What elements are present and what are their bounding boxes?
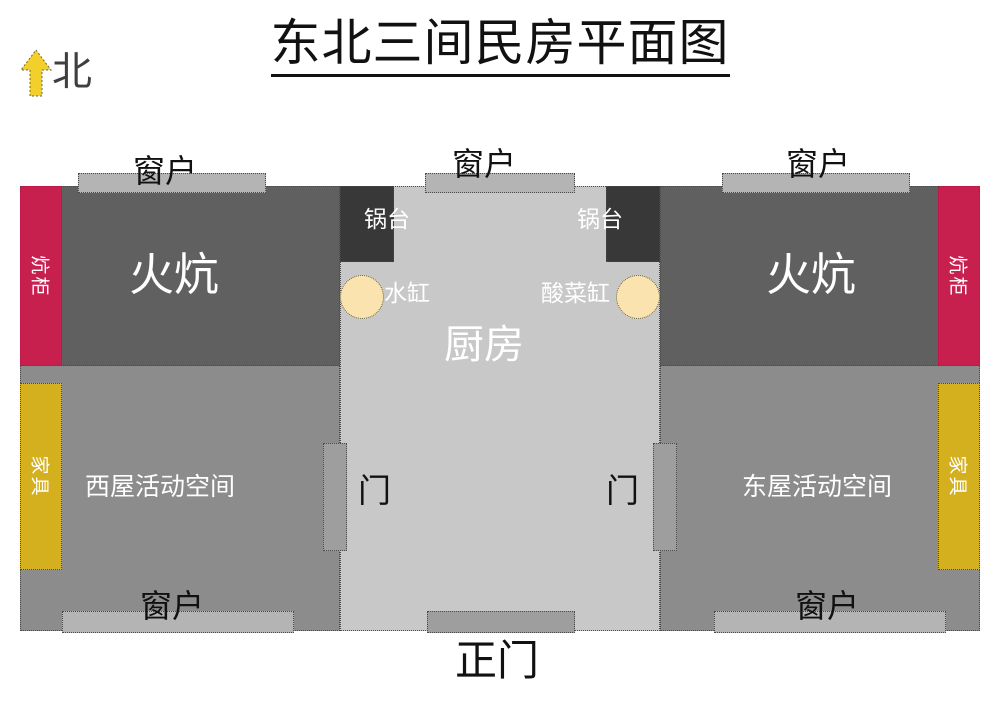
door-west-strip[interactable]	[323, 443, 347, 551]
window-south-west	[62, 611, 294, 633]
east-kang-area	[660, 186, 980, 366]
west-kang-cabinet-label: 炕柜	[28, 254, 51, 298]
east-furniture: 家具	[938, 383, 980, 570]
east-furniture-label: 家具	[946, 455, 969, 498]
pickle-vat	[616, 275, 660, 319]
front-door-strip[interactable]	[427, 611, 575, 633]
water-vat	[340, 275, 384, 319]
north-arrow-icon	[18, 48, 54, 98]
door-east-strip[interactable]	[653, 443, 677, 551]
west-kang-cabinet: 炕柜	[20, 186, 62, 366]
window-north-west	[78, 173, 266, 193]
west-furniture: 家具	[20, 383, 62, 570]
east-kang-cabinet: 炕柜	[938, 186, 980, 366]
page-title: 东北三间民房平面图	[0, 14, 1000, 77]
north-label: 北	[52, 49, 92, 95]
west-stove	[340, 186, 394, 262]
west-furniture-label: 家具	[28, 455, 51, 498]
east-kang-cabinet-label: 炕柜	[946, 254, 969, 298]
window-north-center	[425, 173, 575, 193]
window-south-east	[714, 611, 946, 633]
window-north-east	[722, 173, 910, 193]
page-title-text: 东北三间民房平面图	[270, 14, 730, 77]
west-kang-area	[20, 186, 340, 366]
front-door-label: 正门	[455, 636, 540, 685]
east-stove	[606, 186, 660, 262]
